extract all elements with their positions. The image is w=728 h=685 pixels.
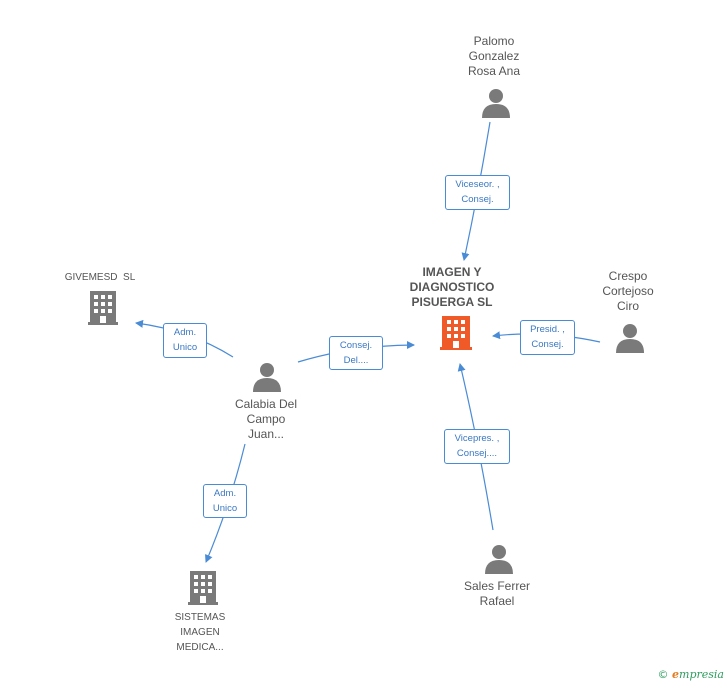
- person-icon[interactable]: [252, 362, 282, 392]
- brand-logo-text: mpresia: [679, 668, 724, 681]
- company-label-givemesd[interactable]: GIVEMESD SL: [64, 272, 136, 283]
- edge-label-crespo-main[interactable]: Presid. , Consej.: [520, 320, 575, 355]
- edge-label-calabia-givemesd[interactable]: Adm. Unico: [163, 323, 207, 358]
- person-icon[interactable]: [615, 323, 645, 353]
- edge-label-sales-main[interactable]: Vicepres. , Consej....: [444, 429, 510, 464]
- edge-label-calabia-main[interactable]: Consej. Del....: [329, 336, 383, 370]
- person-label-palomo[interactable]: Palomo Gonzalez Rosa Ana: [467, 34, 521, 78]
- copyright-symbol: ©: [657, 668, 669, 681]
- person-icon[interactable]: [481, 88, 511, 118]
- brand-footer[interactable]: © empresia: [658, 668, 724, 681]
- edge-label-calabia-sistemas[interactable]: Adm. Unico: [203, 484, 247, 518]
- building-icon[interactable]: [88, 291, 118, 325]
- company-label-sistemas[interactable]: SISTEMAS IMAGEN MEDICA...: [174, 612, 226, 653]
- brand-logo-e: e: [672, 668, 680, 681]
- person-icon[interactable]: [484, 544, 514, 574]
- person-label-sales[interactable]: Sales Ferrer Rafael: [463, 579, 531, 608]
- edge-label-palomo-main[interactable]: Viceseor. , Consej.: [445, 175, 510, 210]
- building-icon[interactable]: [188, 571, 218, 605]
- main-company-label[interactable]: IMAGEN Y DIAGNOSTICO PISUERGA SL: [409, 265, 495, 309]
- building-icon[interactable]: [440, 316, 472, 350]
- person-label-crespo[interactable]: Crespo Cortejoso Ciro: [602, 269, 654, 313]
- person-label-calabia[interactable]: Calabia Del Campo Juan...: [234, 397, 298, 441]
